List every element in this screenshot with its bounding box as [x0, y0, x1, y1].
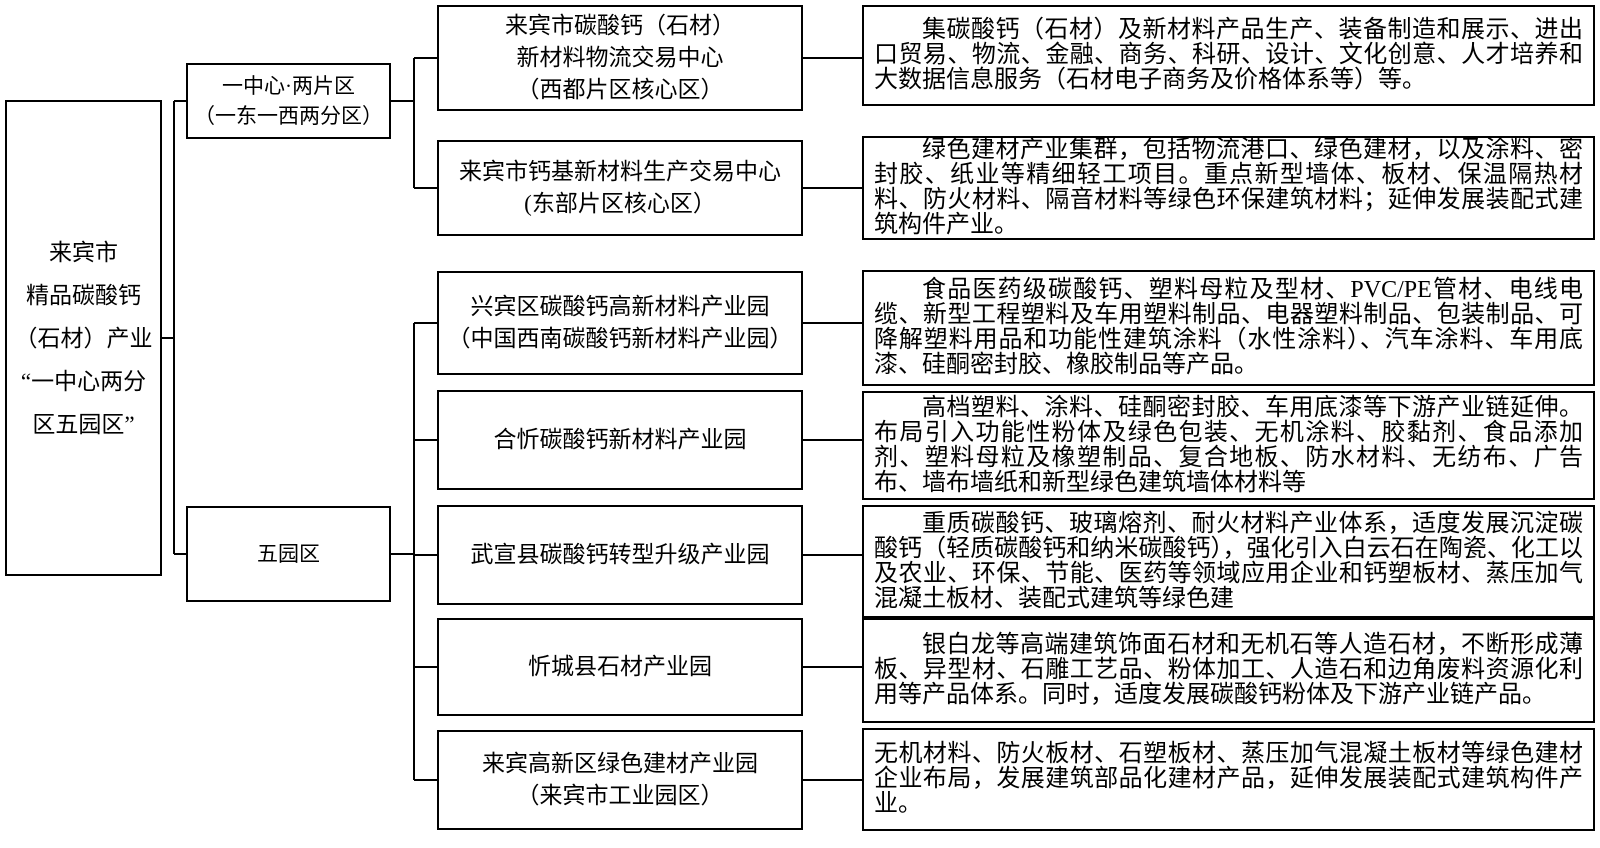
- node-box-5: 忻城县石材产业园: [437, 618, 803, 716]
- node-box-6: 来宾高新区绿色建材产业园 （来宾市工业园区）: [437, 730, 803, 830]
- desc-text: 集碳酸钙（石材）及新材料产品生产、装备制造和展示、进出口贸易、物流、金融、商务、…: [874, 17, 1583, 93]
- desc-text: 绿色建材产业集群，包括物流港口、绿色建材，以及涂料、密封胶、纸业等精细轻工项目。…: [874, 137, 1583, 238]
- root-box: 来宾市 精品碳酸钙 （石材）产业 “一中心两分 区五园区”: [5, 100, 162, 576]
- node-box-3: 合忻碳酸钙新材料产业园: [437, 390, 803, 490]
- node-title: 来宾市钙基新材料生产交易中心 (东部片区核心区）: [459, 159, 781, 216]
- node-title: 来宾高新区绿色建材产业园 （来宾市工业园区）: [482, 751, 758, 808]
- desc-box-4: 重质碳酸钙、玻璃熔剂、耐火材料产业体系，适度发展沉淀碳酸钙（轻质碳酸钙和纳米碳酸…: [862, 505, 1595, 618]
- branch-center-label: 一中心·两片区 （一东一西两分区）: [194, 74, 383, 128]
- desc-box-2: 食品医药级碳酸钙、塑料母粒及型材、PVC/PE管材、电线电缆、新型工程塑料及车用…: [862, 270, 1595, 386]
- desc-box-3: 高档塑料、涂料、硅酮密封胶、车用底漆等下游产业链延伸。布局引入功能性粉体及绿色包…: [862, 391, 1595, 500]
- root-label: 来宾市 精品碳酸钙 （石材）产业 “一中心两分 区五园区”: [14, 239, 153, 437]
- node-box-0: 来宾市碳酸钙（石材） 新材料物流交易中心 （西都片区核心区）: [437, 5, 803, 111]
- node-title: 武宣县碳酸钙转型升级产业园: [470, 542, 770, 567]
- branch-parks-label: 五园区: [257, 542, 320, 566]
- node-box-1: 来宾市钙基新材料生产交易中心 (东部片区核心区）: [437, 140, 803, 236]
- desc-text: 食品医药级碳酸钙、塑料母粒及型材、PVC/PE管材、电线电缆、新型工程塑料及车用…: [874, 277, 1583, 378]
- desc-box-0: 集碳酸钙（石材）及新材料产品生产、装备制造和展示、进出口贸易、物流、金融、商务、…: [862, 5, 1595, 106]
- desc-text: 重质碳酸钙、玻璃熔剂、耐火材料产业体系，适度发展沉淀碳酸钙（轻质碳酸钙和纳米碳酸…: [874, 510, 1583, 612]
- branch-box-center-districts: 一中心·两片区 （一东一西两分区）: [186, 63, 391, 139]
- node-title: 来宾市碳酸钙（石材） 新材料物流交易中心 （西都片区核心区）: [505, 13, 735, 102]
- desc-text: 无机材料、防火板材、石塑板材、蒸压加气混凝土板材等绿色建材企业布局，发展建筑部品…: [874, 741, 1583, 817]
- desc-box-6: 无机材料、防火板材、石塑板材、蒸压加气混凝土板材等绿色建材企业布局，发展建筑部品…: [862, 728, 1595, 831]
- desc-box-1: 绿色建材产业集群，包括物流港口、绿色建材，以及涂料、密封胶、纸业等精细轻工项目。…: [862, 136, 1595, 240]
- desc-text: 高档塑料、涂料、硅酮密封胶、车用底漆等下游产业链延伸。布局引入功能性粉体及绿色包…: [874, 394, 1583, 496]
- node-box-4: 武宣县碳酸钙转型升级产业园: [437, 505, 803, 605]
- node-title: 合忻碳酸钙新材料产业园: [493, 427, 747, 452]
- node-box-2: 兴宾区碳酸钙高新材料产业园 （中国西南碳酸钙新材料产业园）: [437, 271, 803, 375]
- branch-box-five-parks: 五园区: [186, 506, 391, 602]
- desc-text: 银白龙等高端建筑饰面石材和无机石等人造石材，不断形成薄板、异型材、石雕工艺品、粉…: [874, 632, 1583, 708]
- node-title: 忻城县石材产业园: [528, 654, 712, 679]
- desc-box-5: 银白龙等高端建筑饰面石材和无机石等人造石材，不断形成薄板、异型材、石雕工艺品、粉…: [862, 618, 1595, 723]
- node-title: 兴宾区碳酸钙高新材料产业园 （中国西南碳酸钙新材料产业园）: [447, 294, 793, 351]
